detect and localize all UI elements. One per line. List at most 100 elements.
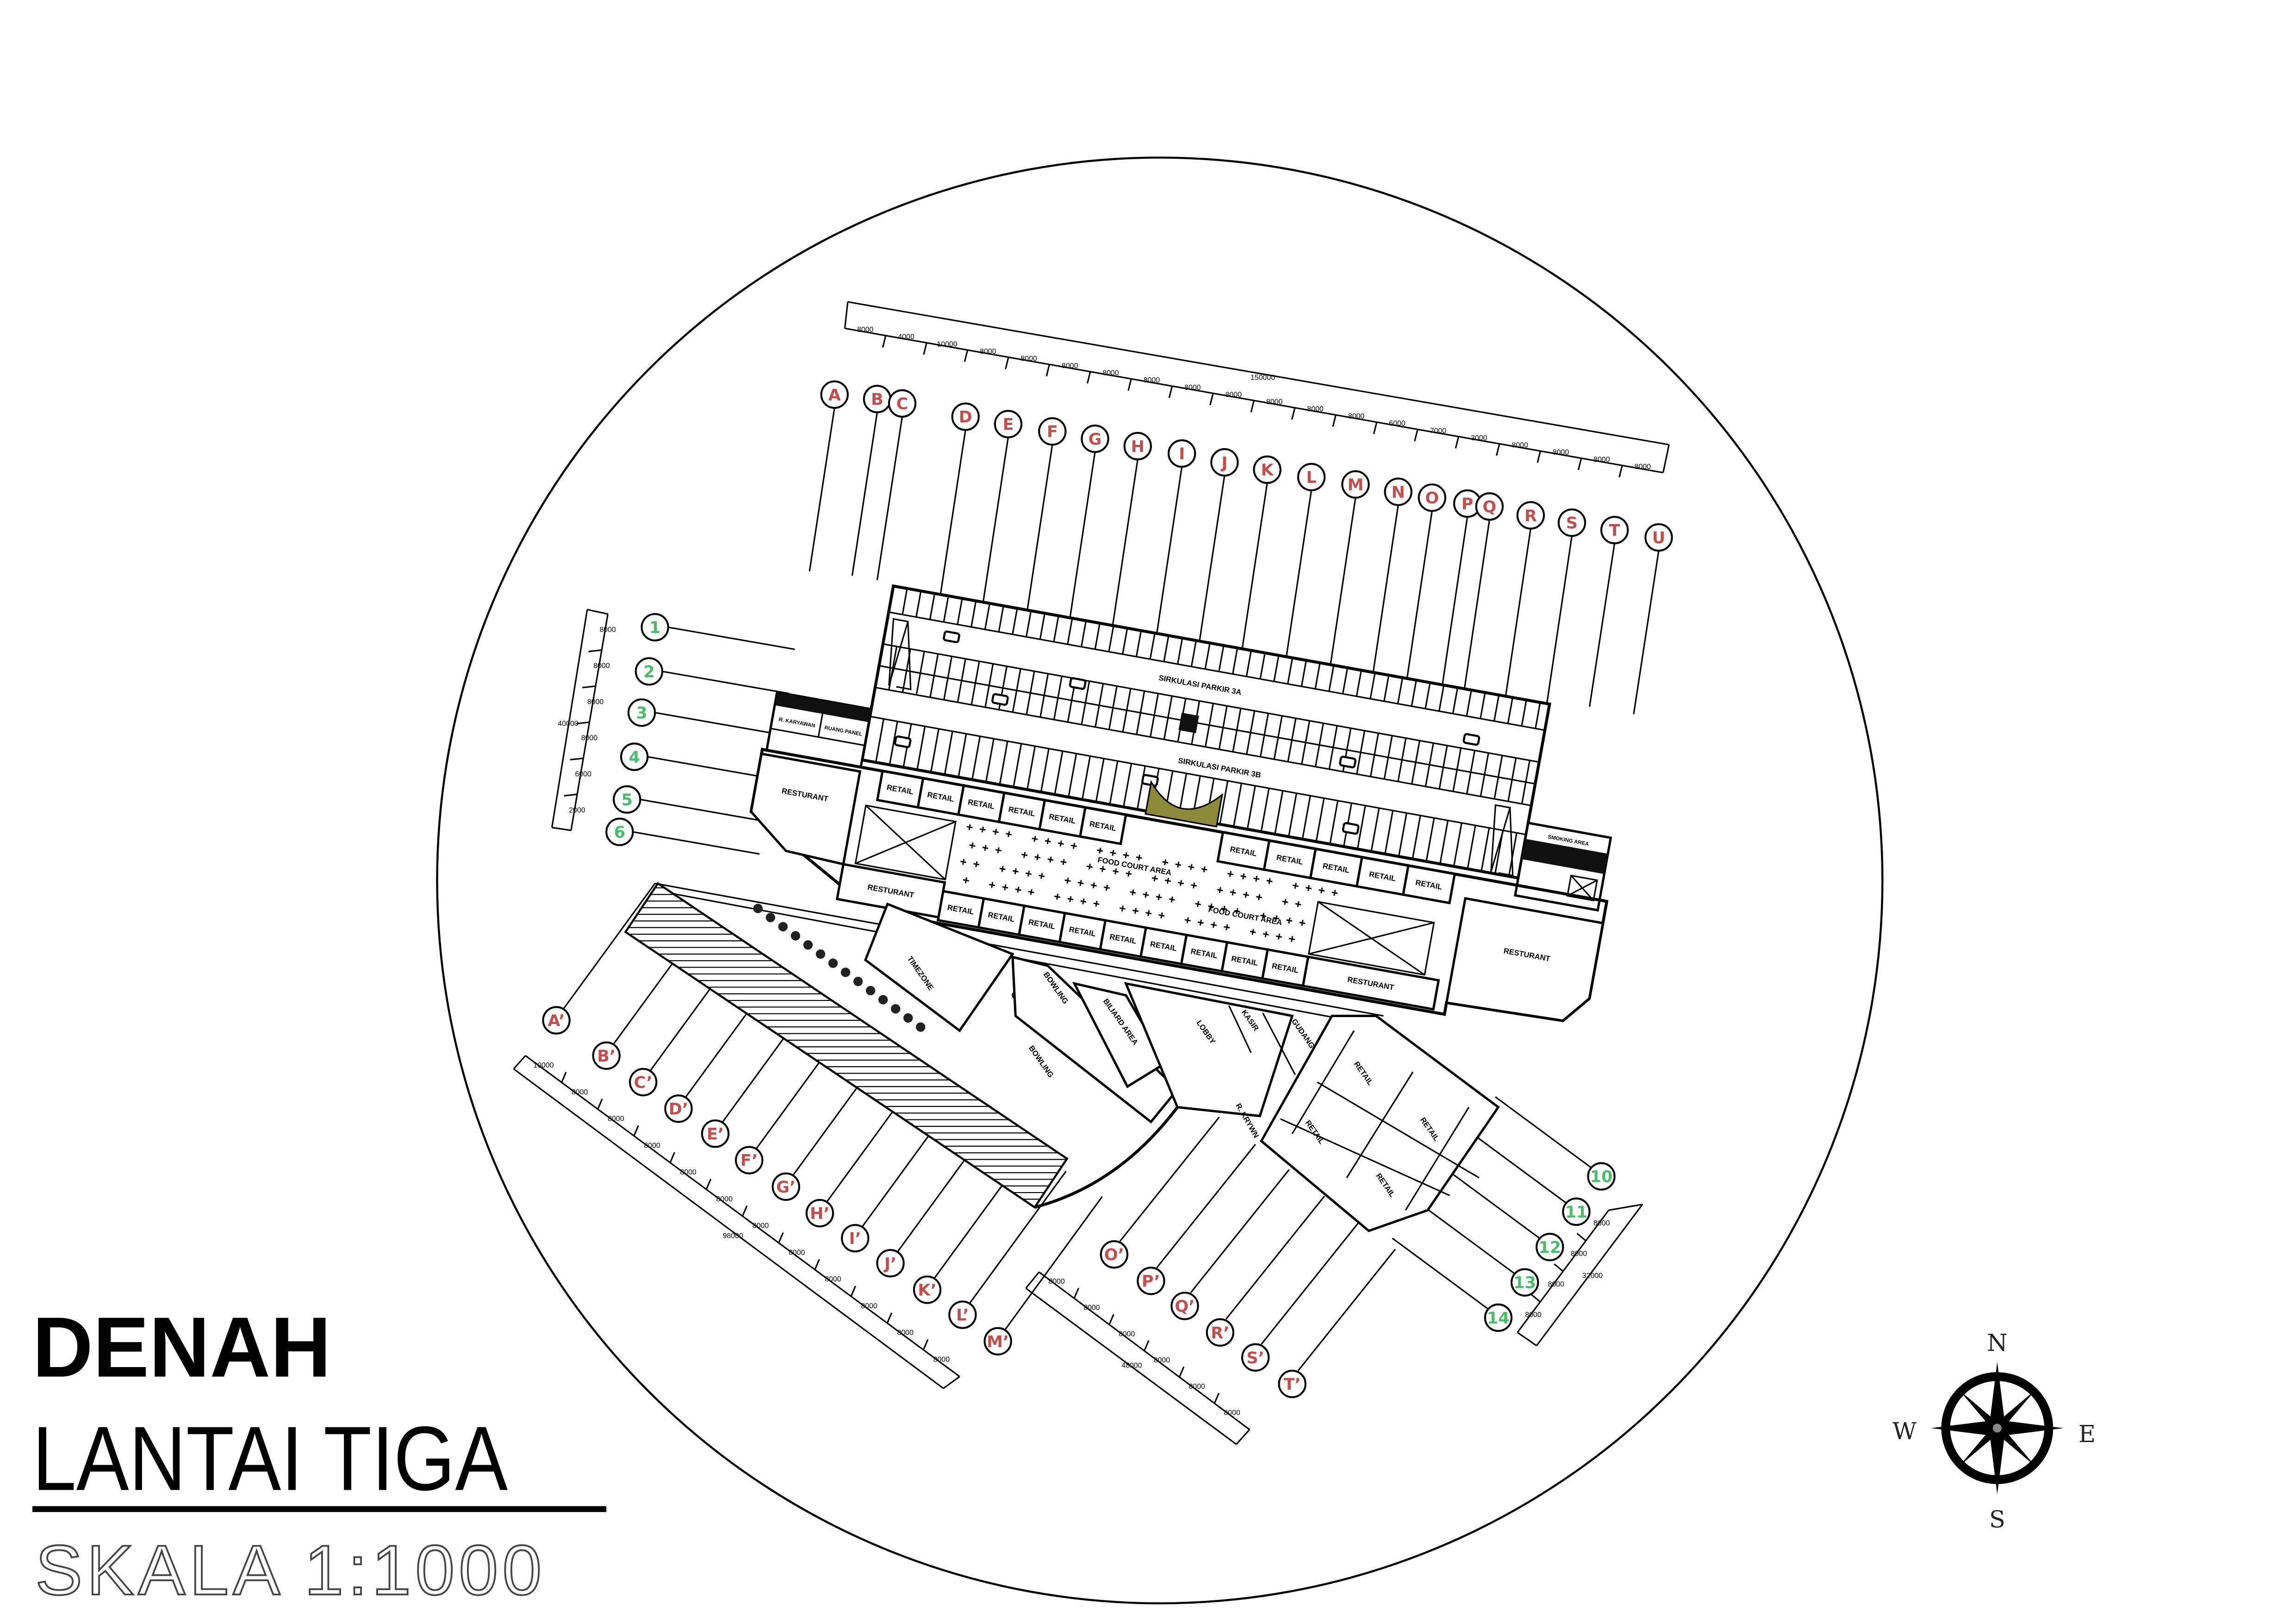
tree-icon <box>853 976 863 987</box>
grid-bubble-label: P <box>1462 495 1474 513</box>
parking-stall-line <box>1094 623 1101 650</box>
parking-stall-line <box>1274 790 1284 835</box>
grid-bubble-top: J <box>1210 448 1239 477</box>
parking-stall-line <box>1067 618 1073 645</box>
dining-table-icon <box>1243 892 1249 898</box>
title-underline <box>32 1506 607 1512</box>
dimension-tick <box>576 721 590 725</box>
parking-row-line <box>875 687 1532 806</box>
grid-line <box>1112 459 1139 626</box>
grid-bubble-label: B <box>871 391 884 409</box>
dimension-value: 8000 <box>644 1142 660 1149</box>
dimension-value: 6000 <box>575 770 591 778</box>
parking-stall-line <box>1149 633 1156 660</box>
dining-table-icon <box>1145 910 1152 917</box>
tree-icon <box>903 1013 913 1023</box>
parking-stall-line <box>1039 613 1045 640</box>
dining-table-icon <box>1240 873 1247 880</box>
retail-unit: RETAIL <box>1038 799 1087 838</box>
grid-bubble-left: 5 <box>613 785 641 814</box>
dining-table-icon <box>1191 882 1197 889</box>
compass-west-label: W <box>1892 1418 1917 1445</box>
dimension-value: 8000 <box>1083 1304 1100 1312</box>
grid-bubble-bottom-left: K’ <box>913 1275 942 1304</box>
dining-table-icon <box>1276 933 1282 940</box>
parking-stall-line <box>1356 670 1362 697</box>
dimension-value: 8000 <box>861 1302 877 1310</box>
plaza-curve <box>1034 1106 1179 1209</box>
grid-bubble-bottom-right: T’ <box>1278 1369 1307 1399</box>
grid-bubble-label: G’ <box>776 1178 796 1197</box>
dining-table-icon <box>1126 870 1132 877</box>
dining-table-icon <box>1123 852 1129 858</box>
grid-bubble-top: G <box>1081 425 1109 453</box>
dimension-tick <box>1373 422 1378 434</box>
escalator-void <box>1307 901 1435 976</box>
hatched-plaza <box>624 882 1069 1209</box>
parking-stall-line <box>943 595 949 622</box>
dining-table-icon <box>1067 896 1074 902</box>
dining-table-icon <box>999 866 1006 872</box>
grid-line <box>1418 1202 1515 1274</box>
parking-stall-line <box>1135 630 1142 657</box>
escalator-void <box>854 804 957 881</box>
parking-stall-line <box>902 588 908 615</box>
dining-table-icon <box>1021 852 1028 858</box>
dining-table-icon <box>1015 887 1021 893</box>
grid-bubble-left: 2 <box>635 657 664 686</box>
dining-table-icon <box>1289 936 1295 942</box>
dining-table-icon <box>1260 912 1267 919</box>
compass-north-label: N <box>1987 1329 2008 1356</box>
dining-table-icon <box>1169 896 1175 903</box>
grid-line <box>1330 497 1356 665</box>
dimension-tick <box>564 793 578 797</box>
retail-unit: RETAIL <box>977 897 1026 937</box>
parking-stall-line <box>889 721 898 765</box>
dining-table-icon <box>1077 880 1084 886</box>
dimension-value: 10000 <box>937 340 957 348</box>
grid-bubble-top: U <box>1644 523 1673 552</box>
grid-bubble-label: C <box>896 395 908 413</box>
parking-stall-line <box>929 593 936 620</box>
dining-table-icon <box>1039 873 1045 879</box>
tree-icon <box>890 1004 901 1014</box>
lower-wing-block: TIMEZONE BOWLING BOWLING BILIARD AREA LO… <box>624 882 1500 1232</box>
title-block: DENAH LANTAI TIGA SKALA 1:1000 <box>32 1300 607 1611</box>
grid-bubble-top: Q <box>1475 492 1504 521</box>
grid-bubble-bottom-right: P’ <box>1137 1267 1165 1295</box>
dining-table-icon <box>1060 859 1067 865</box>
dining-table-icon <box>1156 894 1162 900</box>
dining-table-icon <box>1034 854 1041 861</box>
dimension-value: 8000 <box>1119 1330 1135 1338</box>
dining-table-icon <box>973 861 980 868</box>
dimension-value: 8000 <box>1021 355 1038 362</box>
retail-unit: RETAIL <box>1216 831 1271 871</box>
grid-bubble-label: 13 <box>1513 1274 1536 1293</box>
parking-stall-line <box>1466 690 1472 717</box>
dimension-value: 10000 <box>533 1062 554 1069</box>
parking-stall-line <box>958 733 967 778</box>
tree-icon <box>765 912 775 923</box>
grid-line <box>1199 475 1226 642</box>
grid-bubble-label: L <box>1306 468 1316 487</box>
dining-table-icon <box>1110 849 1116 856</box>
dimension-tick <box>1554 1263 1564 1272</box>
dimension-tick <box>1618 465 1623 478</box>
car-icon <box>943 631 960 643</box>
dimension-tick <box>850 1286 856 1297</box>
scale-label: SKALA 1:1000 <box>35 1531 541 1610</box>
dining-table-icon <box>1306 885 1312 891</box>
parking-stall-line <box>1245 650 1252 677</box>
grid-bubble-top: R <box>1516 501 1545 530</box>
parking-stall-line <box>1122 628 1128 655</box>
parking-stall-line <box>1452 687 1458 714</box>
grid-line <box>1297 1249 1396 1371</box>
grid-bubble-top: H <box>1123 432 1152 461</box>
car-icon <box>1339 756 1356 768</box>
parking-stall-line <box>1260 788 1270 832</box>
grid-line <box>1633 550 1660 714</box>
retail-unit: RETAIL <box>916 777 965 816</box>
parking-stall-line <box>1177 637 1183 664</box>
grid-bubble-top: K <box>1253 455 1282 484</box>
dimension-value: 8000 <box>933 1356 950 1364</box>
